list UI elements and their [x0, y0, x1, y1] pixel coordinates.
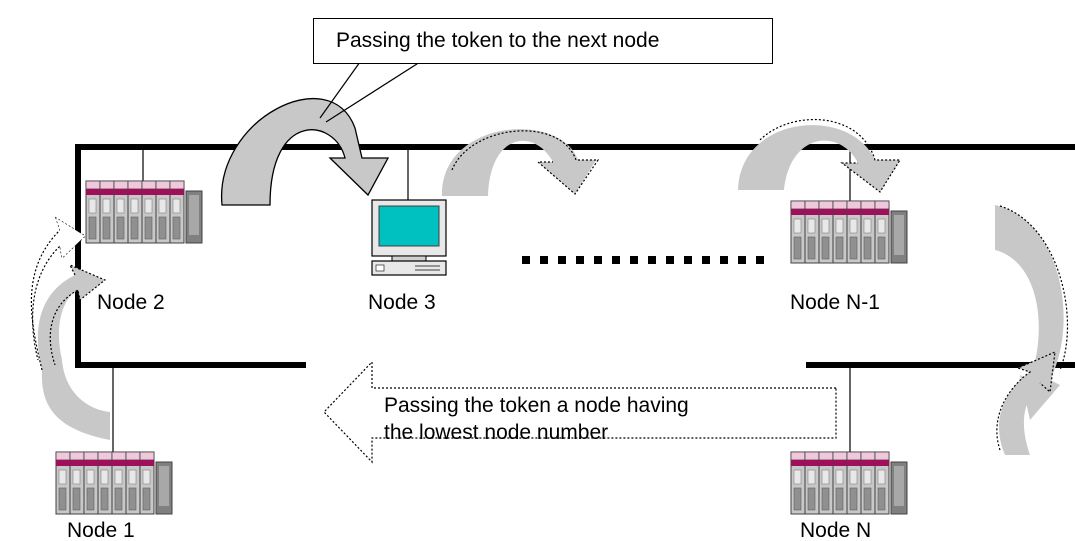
node-n-plc-rack — [791, 452, 909, 514]
node-n-1-plc-rack — [791, 201, 909, 263]
callout-text: Passing the token to the next node — [336, 29, 660, 52]
callout-box: Passing the token to the next node — [313, 18, 773, 64]
callout-pointer-2 — [319, 61, 361, 119]
dotted-token-arrow-2 — [738, 118, 902, 193]
node-3-label: Node 3 — [368, 291, 436, 314]
dotted-token-arrow-1 — [441, 129, 600, 196]
node-n-label: Node N — [800, 519, 872, 541]
solid-token-arrow — [221, 97, 390, 206]
left-token-arrow — [30, 216, 110, 440]
return-note-line1: Passing the token a node having — [384, 394, 689, 417]
node-n-1-label: Node N-1 — [790, 291, 880, 314]
node-1-plc-rack — [56, 452, 174, 514]
node-2-label: Node 2 — [97, 291, 165, 314]
node-1-label: Node 1 — [67, 519, 135, 541]
return-note-line2: the lowest node number — [384, 421, 609, 444]
return-arrow — [323, 360, 837, 464]
ellipsis-dots — [522, 256, 764, 264]
return-note: Passing the token a node having the lowe… — [384, 392, 689, 446]
node-2-plc-rack — [86, 181, 204, 243]
callout-pointer — [325, 61, 421, 123]
drop-lines — [112, 147, 851, 453]
dotted-token-arrow-right — [995, 205, 1069, 455]
node-3-pc-icon — [371, 199, 447, 276]
